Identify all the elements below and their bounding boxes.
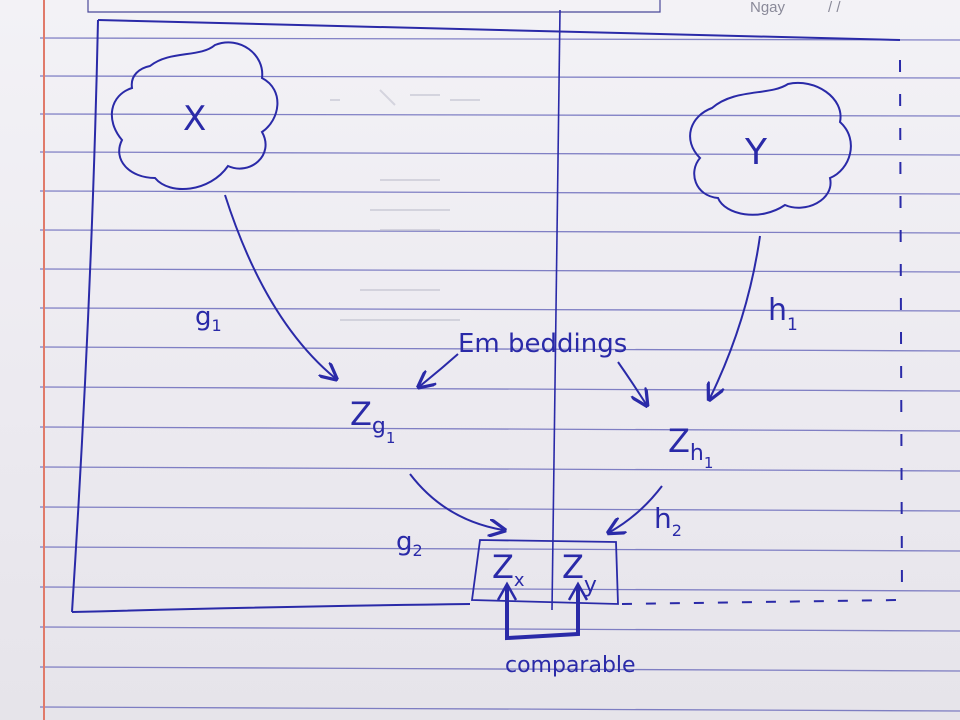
source-x-cloud bbox=[110, 41, 279, 191]
edge-g2-arrow bbox=[409, 473, 503, 530]
comparable-bracket bbox=[505, 586, 580, 641]
edge-h2-label: h2 bbox=[654, 502, 682, 540]
node-zh1: Zh1 bbox=[668, 422, 713, 472]
node-zg1: Zg1 bbox=[350, 395, 395, 447]
edge-g1-label: g1 bbox=[195, 302, 222, 335]
date-label: Ngay bbox=[750, 0, 786, 16]
comparable-label: comparable bbox=[505, 653, 636, 678]
comparable-arrowhead-left bbox=[496, 581, 518, 601]
node-zy: Zy bbox=[562, 548, 597, 598]
date-slashes: / / bbox=[828, 0, 841, 16]
edge-g1-arrow bbox=[224, 194, 335, 378]
comparable-arrowhead-right bbox=[567, 581, 589, 601]
embedding-arrow-left bbox=[420, 353, 459, 386]
source-x-label: X bbox=[183, 99, 206, 139]
header-box bbox=[87, 0, 661, 13]
source-y-cloud bbox=[689, 81, 852, 216]
bleed-through-marks bbox=[330, 89, 480, 321]
ruled-lines bbox=[39, 37, 960, 712]
source-y-label: Y bbox=[744, 132, 768, 173]
node-zx: Zx bbox=[492, 548, 525, 591]
output-box bbox=[470, 539, 619, 605]
edge-h1-arrow bbox=[710, 235, 761, 398]
hand-drawn-frame bbox=[71, 9, 903, 613]
embedding-arrow-right bbox=[617, 361, 646, 404]
edge-h2-arrow bbox=[610, 485, 663, 532]
edge-h1-label: h1 bbox=[768, 293, 798, 335]
embeddings-label: Em beddings bbox=[458, 329, 627, 359]
edge-g2-label: g2 bbox=[396, 527, 423, 560]
